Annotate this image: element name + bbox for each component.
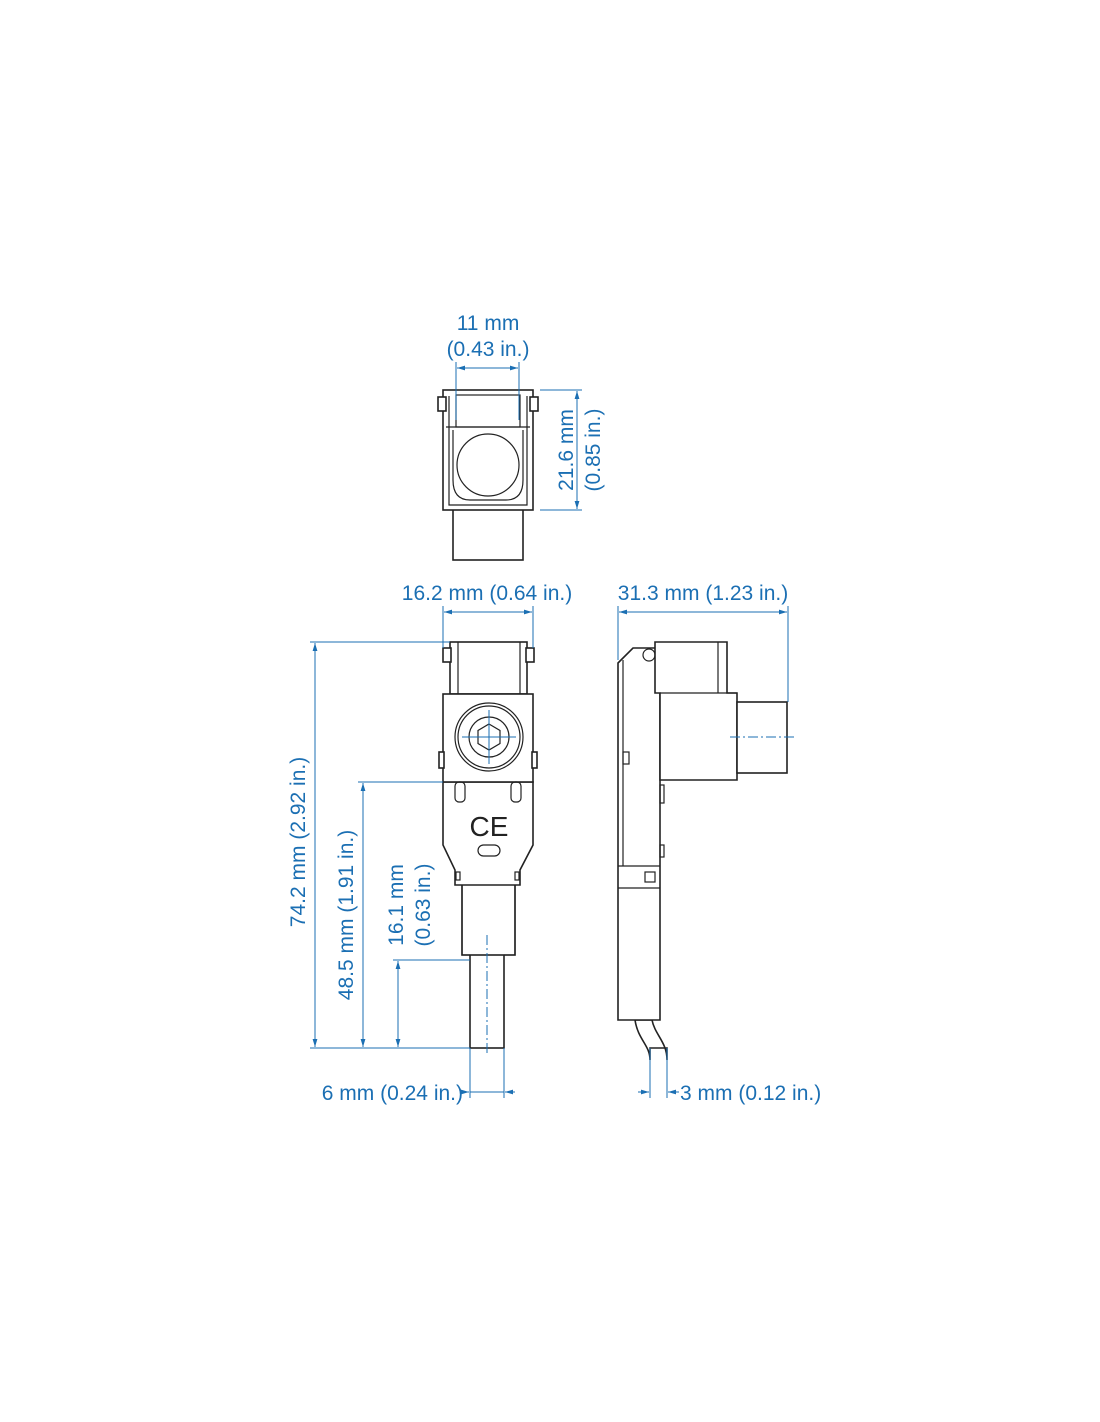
side-view [617, 641, 795, 1061]
top-view [437, 389, 539, 561]
top-width-dimension: 11 mm (0.43 in.) [447, 312, 530, 420]
cable-thickness-label: 3 mm (0.12 in.) [680, 1082, 821, 1105]
ce-mark: CE [470, 811, 509, 842]
front-width-label: 16.2 mm (0.64 in.) [402, 582, 572, 605]
cable-length-dimension: 16.1 mm (0.63 in.) [385, 864, 470, 1047]
front-total-height-dimension: 74.2 mm (2.92 in.) [287, 641, 470, 1049]
cable-length-in: (0.63 in.) [412, 864, 435, 947]
top-width-mm: 11 mm [457, 312, 520, 335]
top-height-mm: 21.6 mm [555, 409, 578, 491]
cable-thickness-dimension: 3 mm (0.12 in.) [638, 1048, 821, 1105]
cable-width-label: 6 mm (0.24 in.) [322, 1082, 463, 1105]
side-depth-dimension: 31.3 mm (1.23 in.) [617, 582, 789, 702]
total-height-label: 74.2 mm (2.92 in.) [287, 757, 310, 927]
front-mid-height-dimension: 48.5 mm (1.91 in.) [335, 781, 443, 1047]
cable-length-mm: 16.1 mm [385, 864, 408, 946]
top-height-in: (0.85 in.) [582, 409, 605, 492]
front-view: CE [438, 641, 538, 1055]
cable-width-dimension: 6 mm (0.24 in.) [322, 1048, 515, 1105]
front-width-dimension: 16.2 mm (0.64 in.) [402, 582, 572, 648]
top-width-in: (0.43 in.) [447, 338, 530, 361]
mid-height-label: 48.5 mm (1.91 in.) [335, 830, 358, 1000]
top-height-dimension: 21.6 mm (0.85 in.) [540, 389, 605, 511]
side-depth-label: 31.3 mm (1.23 in.) [618, 582, 788, 605]
